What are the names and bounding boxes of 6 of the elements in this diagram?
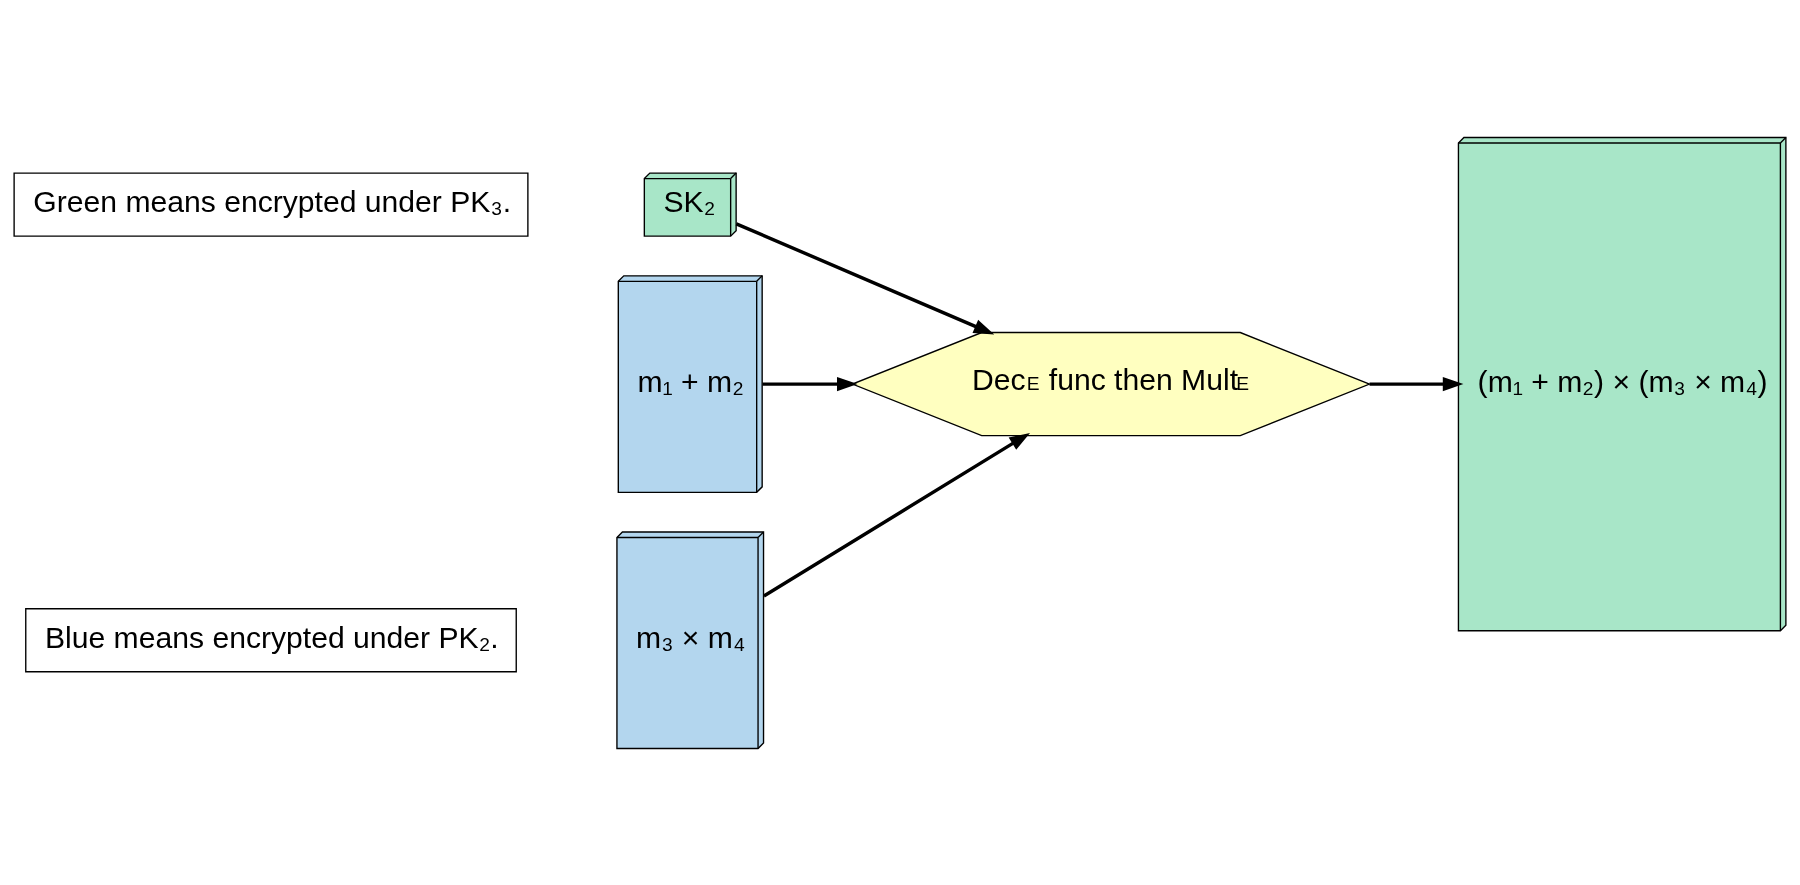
- arrow: [762, 376, 858, 391]
- node-box: Green means encrypted under PK₃.: [13, 171, 529, 237]
- arrow: [735, 221, 995, 335]
- arrow: [763, 432, 1030, 597]
- arrow: [1369, 376, 1464, 391]
- node-box: Blue means encrypted under PK₂.: [25, 607, 517, 672]
